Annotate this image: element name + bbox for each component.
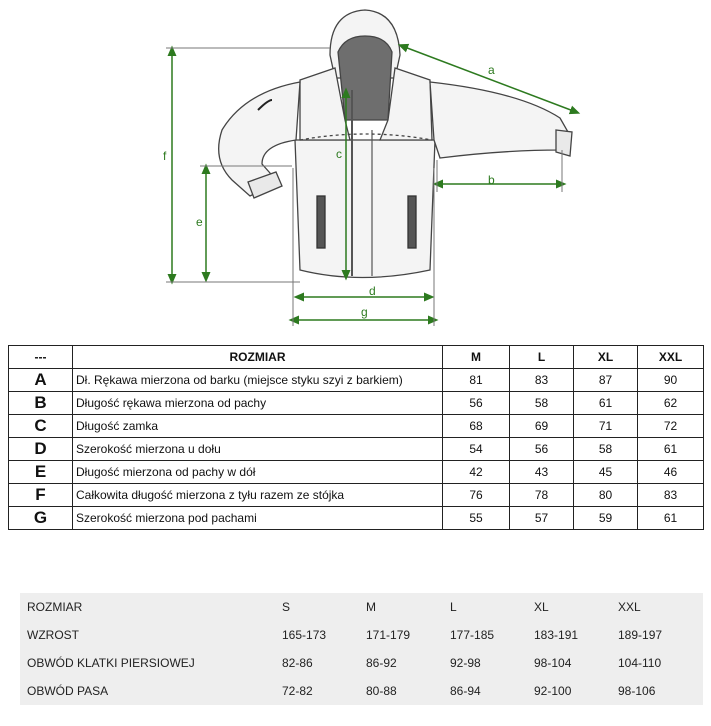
body-header-m: M (366, 600, 376, 614)
row-description: Szerokość mierzona u dołu (72, 437, 443, 461)
body-row-label: OBWÓD PASA (27, 684, 109, 698)
value-l: 78 (509, 483, 574, 507)
body-header-s: S (282, 600, 291, 614)
dim-label-c: c (336, 147, 342, 161)
header-size-xl: XL (573, 345, 638, 369)
header-size-l: L (509, 345, 574, 369)
value-m: 68 (442, 414, 510, 438)
value-m: 81 (442, 368, 510, 392)
body-value-m: 171-179 (366, 628, 411, 642)
body-header-l: L (450, 600, 457, 614)
value-l: 56 (509, 437, 574, 461)
value-xl: 80 (573, 483, 638, 507)
value-m: 76 (442, 483, 510, 507)
body-value-xl: 92-100 (534, 684, 572, 698)
row-letter: B (8, 391, 73, 415)
table-row: OBWÓD KLATKI PIERSIOWEJ 82-86 86-92 92-9… (20, 649, 703, 677)
body-value-xxl: 98-106 (618, 684, 656, 698)
body-header-xl: XL (534, 600, 549, 614)
dim-label-b: b (488, 173, 495, 187)
row-description: Długość mierzona od pachy w dół (72, 460, 443, 484)
row-letter: F (8, 483, 73, 507)
body-measurements-table: ROZMIAR S M L XL XXL WZROST 165-173 171-… (20, 593, 703, 705)
row-letter: E (8, 460, 73, 484)
body-value-xl: 183-191 (534, 628, 579, 642)
body-value-xxl: 189-197 (618, 628, 663, 642)
dimension-lines (166, 43, 581, 326)
table-row: WZROST 165-173 171-179 177-185 183-191 1… (20, 621, 703, 649)
value-xl: 45 (573, 460, 638, 484)
body-value-m: 80-88 (366, 684, 397, 698)
row-letter: D (8, 437, 73, 461)
value-xl: 58 (573, 437, 638, 461)
value-xxl: 72 (637, 414, 704, 438)
value-l: 43 (509, 460, 574, 484)
dim-label-f: f (163, 149, 167, 163)
header-size-xxl: XXL (637, 345, 704, 369)
header-rozmiar: ROZMIAR (72, 345, 443, 369)
table-row: A Dł. Rękawa mierzona od barku (miejsce … (8, 368, 704, 392)
value-l: 83 (509, 368, 574, 392)
value-xxl: 62 (637, 391, 704, 415)
body-value-l: 92-98 (450, 656, 481, 670)
table-row: D Szerokość mierzona u dołu 54 56 58 61 (8, 437, 704, 461)
body-value-s: 165-173 (282, 628, 327, 642)
body-value-xl: 98-104 (534, 656, 572, 670)
table-row: F Całkowita długość mierzona z tyłu raze… (8, 483, 704, 507)
body-value-s: 72-82 (282, 684, 313, 698)
value-l: 69 (509, 414, 574, 438)
value-xl: 71 (573, 414, 638, 438)
value-xxl: 46 (637, 460, 704, 484)
header-dashes: --- (8, 345, 73, 369)
body-header-rozmiar: ROZMIAR (27, 600, 83, 614)
value-m: 56 (442, 391, 510, 415)
dimension-labels: a b c d e f g (163, 63, 495, 319)
dim-label-g: g (361, 305, 368, 319)
row-letter: C (8, 414, 73, 438)
table-row: G Szerokość mierzona pod pachami 55 57 5… (8, 506, 704, 530)
value-xxl: 61 (637, 506, 704, 530)
row-description: Długość zamka (72, 414, 443, 438)
dim-a-line (397, 43, 581, 115)
row-description: Długość rękawa mierzona od pachy (72, 391, 443, 415)
dim-label-a: a (488, 63, 495, 77)
value-xxl: 61 (637, 437, 704, 461)
body-value-l: 86-94 (450, 684, 481, 698)
table-row: C Długość zamka 68 69 71 72 (8, 414, 704, 438)
dim-label-d: d (369, 284, 376, 298)
row-description: Całkowita długość mierzona z tyłu razem … (72, 483, 443, 507)
header-size-m: M (442, 345, 510, 369)
value-xl: 61 (573, 391, 638, 415)
jacket-drawing (218, 9, 573, 279)
value-l: 58 (509, 391, 574, 415)
value-xl: 87 (573, 368, 638, 392)
body-value-l: 177-185 (450, 628, 495, 642)
body-row-label: OBWÓD KLATKI PIERSIOWEJ (27, 656, 195, 670)
body-value-xxl: 104-110 (618, 656, 662, 670)
body-table-header: ROZMIAR S M L XL XXL (20, 593, 703, 621)
row-description: Dł. Rękawa mierzona od barku (miejsce st… (72, 368, 443, 392)
value-m: 42 (442, 460, 510, 484)
garment-size-table: --- ROZMIAR M L XL XXL A Dł. Rękawa mier… (8, 345, 704, 530)
body-value-m: 86-92 (366, 656, 397, 670)
row-letter: G (8, 506, 73, 530)
body-header-xxl: XXL (618, 600, 641, 614)
body-value-s: 82-86 (282, 656, 313, 670)
size-table-header: --- ROZMIAR M L XL XXL (8, 345, 704, 369)
value-m: 55 (442, 506, 510, 530)
dim-label-e: e (196, 215, 203, 229)
value-xxl: 83 (637, 483, 704, 507)
table-row: E Długość mierzona od pachy w dół 42 43 … (8, 460, 704, 484)
row-letter: A (8, 368, 73, 392)
body-measurements-panel: ROZMIAR S M L XL XXL WZROST 165-173 171-… (20, 593, 703, 705)
value-xl: 59 (573, 506, 638, 530)
row-description: Szerokość mierzona pod pachami (72, 506, 443, 530)
value-l: 57 (509, 506, 574, 530)
table-row: B Długość rękawa mierzona od pachy 56 58… (8, 391, 704, 415)
value-m: 54 (442, 437, 510, 461)
body-row-label: WZROST (27, 628, 79, 642)
jacket-measurement-diagram: a b c d e f g (163, 9, 581, 326)
value-xxl: 90 (637, 368, 704, 392)
table-row: OBWÓD PASA 72-82 80-88 86-94 92-100 98-1… (20, 677, 703, 705)
